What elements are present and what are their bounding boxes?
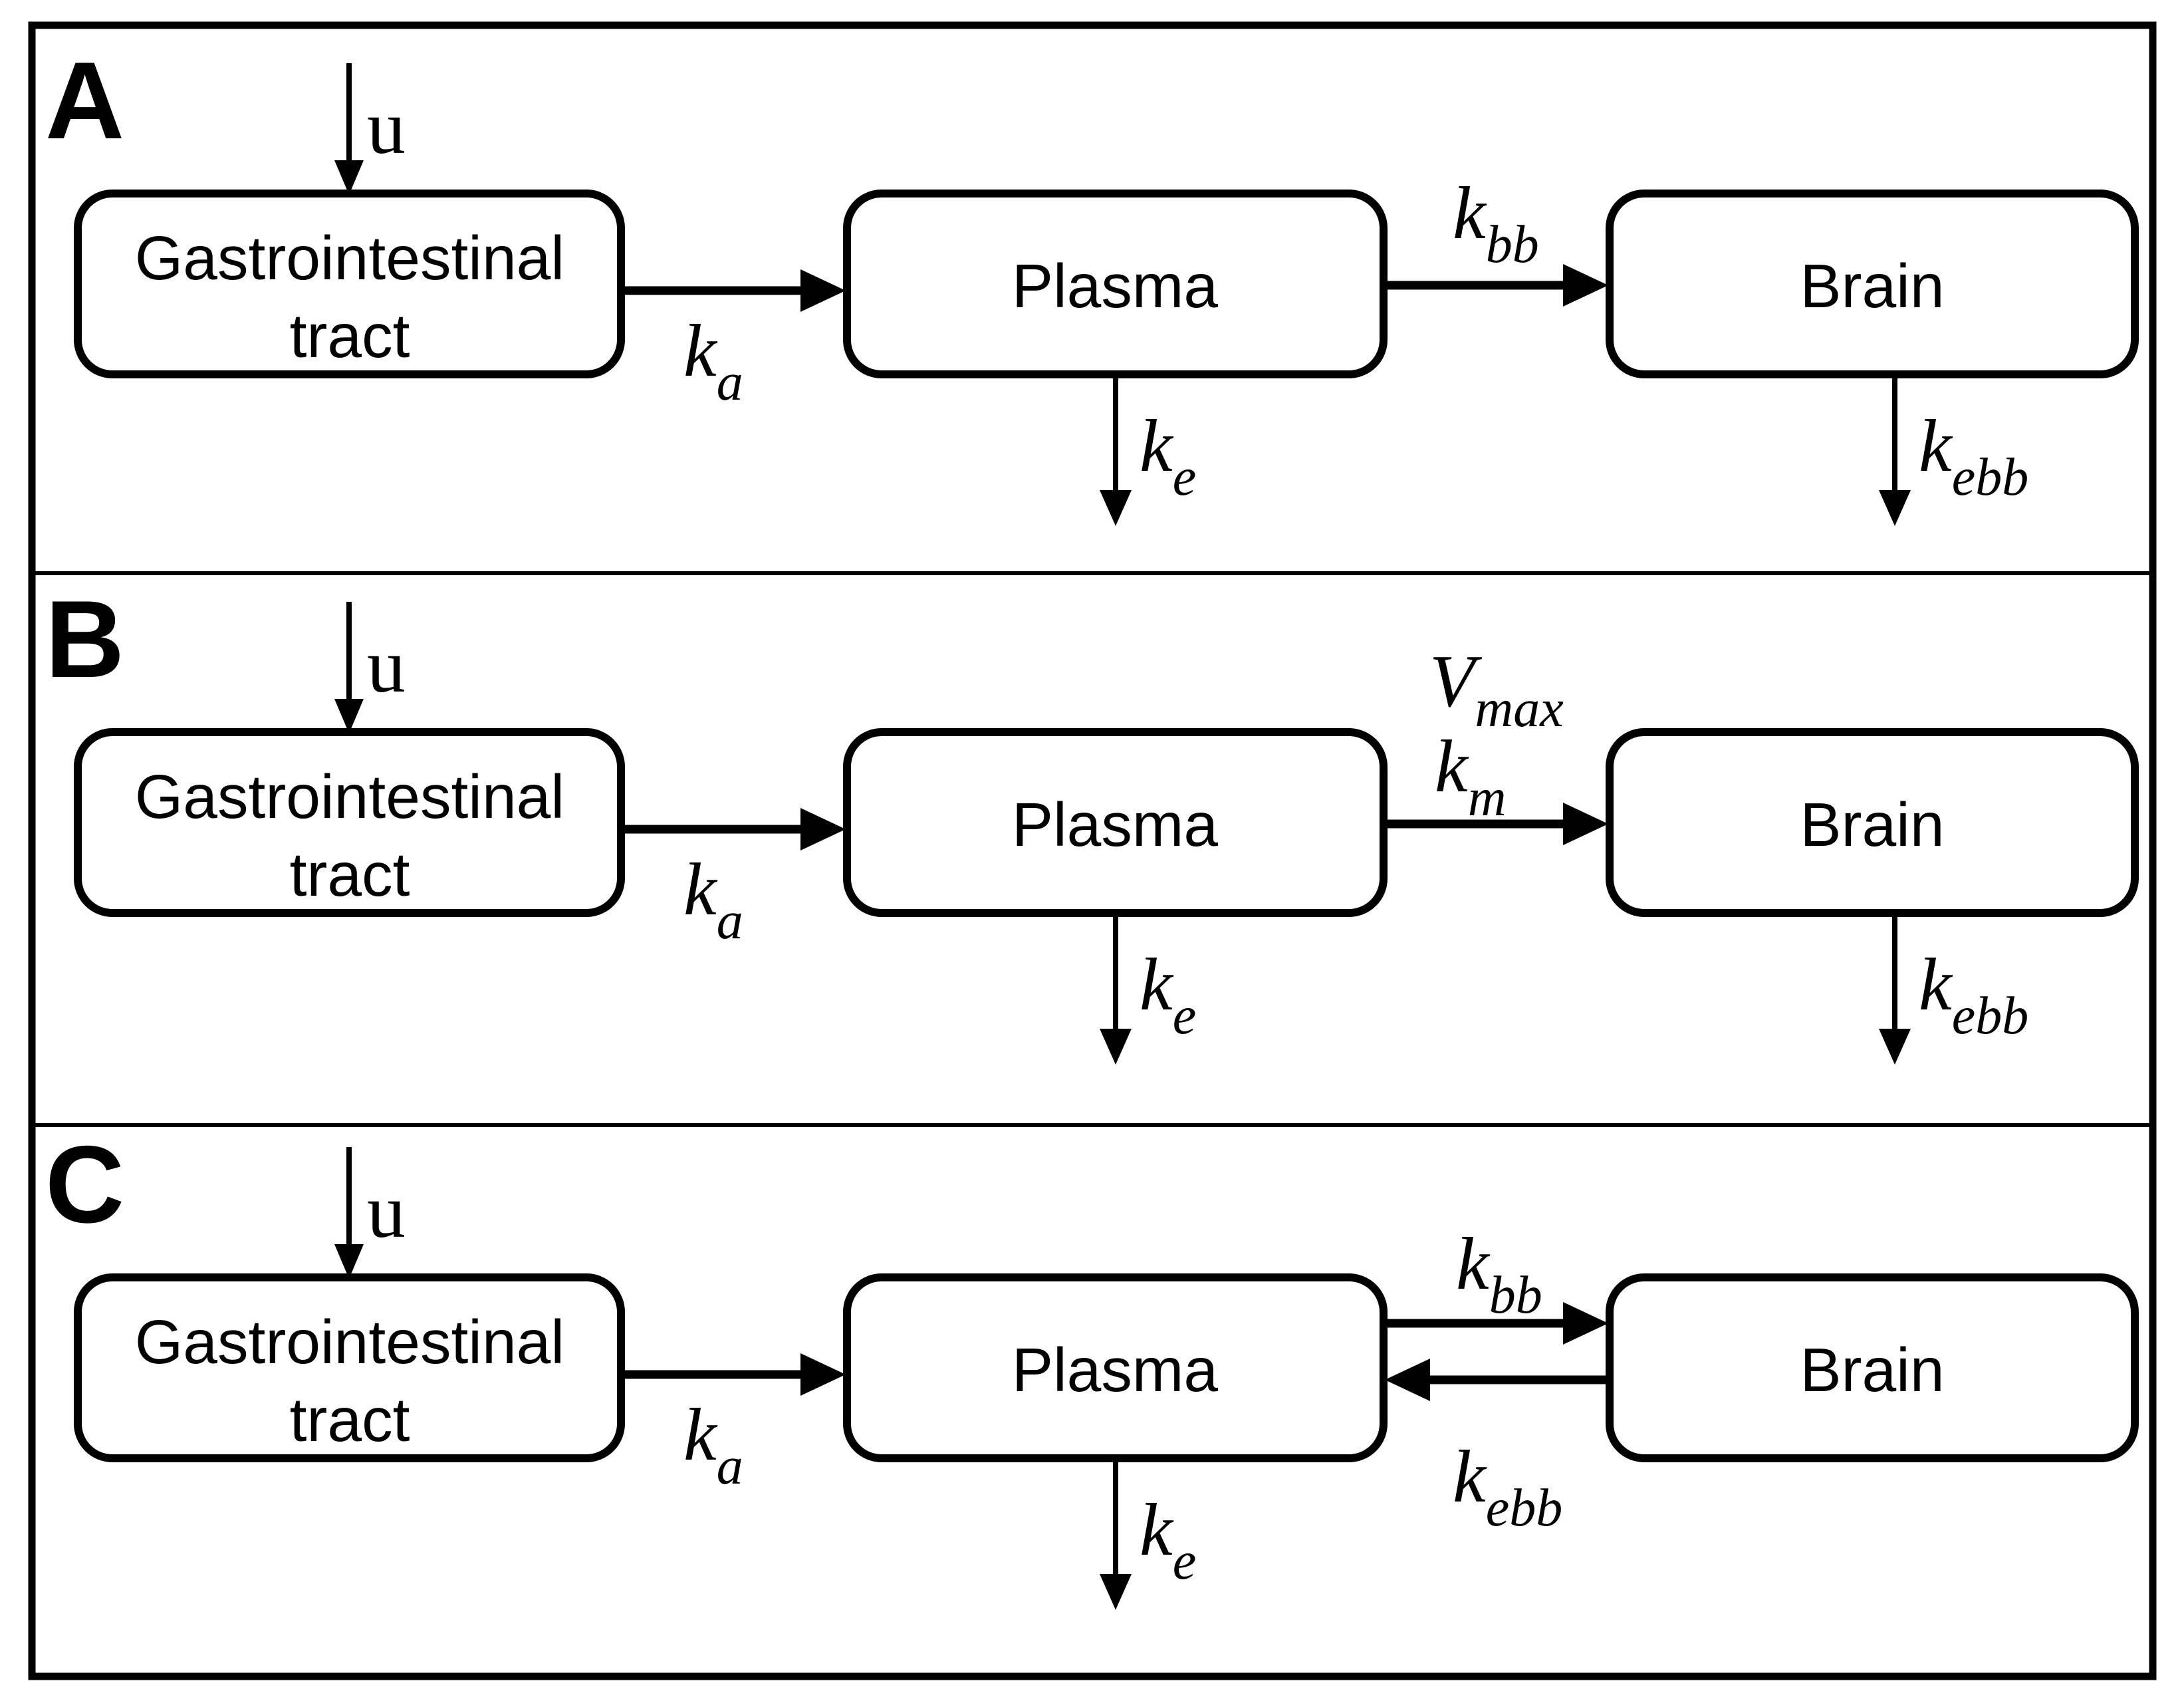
brain-elimination-arrowhead (1879, 490, 1911, 526)
plasma-elimination-arrowhead (1100, 1574, 1132, 1610)
brain-elimination-arrowhead (1879, 1029, 1911, 1065)
dose-arrowhead (334, 160, 364, 195)
absorption-arrowhead (800, 269, 846, 312)
gi-tract-label-line2: tract (290, 840, 410, 909)
brain-box (1606, 728, 2139, 917)
gi-tract-box (74, 728, 625, 917)
kbb-label: kbb (1456, 1223, 1542, 1325)
plasma-label: Plasma (1012, 790, 1218, 859)
panel-a: A u Gastrointestinal tract ka Plasma kbb… (45, 39, 2139, 526)
brain-label: Brain (1800, 1335, 1944, 1404)
kbb-label: kbb (1453, 172, 1539, 274)
kebb-label: kebb (1453, 1436, 1562, 1537)
dose-arrowhead (334, 699, 364, 733)
gi-tract-label-line2: tract (290, 1385, 410, 1454)
plasma-to-brain-arrowhead (1563, 803, 1608, 845)
gi-tract-label-line1: Gastrointestinal (135, 762, 564, 831)
panel-b: B u Gastrointestinal tract ka Plasma Vma… (45, 578, 2139, 1065)
plasma-elimination-arrowhead (1100, 490, 1132, 526)
brain-box (1606, 190, 2139, 378)
dose-label: u (367, 624, 406, 709)
ka-label: ka (683, 1394, 743, 1496)
ke-label: ke (1140, 944, 1196, 1045)
kebb-label: kebb (1919, 944, 2028, 1045)
brain-label: Brain (1800, 251, 1944, 321)
ke-label: ke (1140, 405, 1196, 507)
ka-label: ka (683, 849, 743, 950)
panel-c: C u Gastrointestinal tract ka Plasma kbb… (45, 1123, 2139, 1610)
plasma-label: Plasma (1012, 251, 1218, 321)
dose-arrowhead (334, 1244, 364, 1279)
gi-tract-label-line1: Gastrointestinal (135, 1307, 564, 1376)
panel-b-label: B (45, 578, 124, 700)
absorption-arrowhead (800, 808, 846, 851)
plasma-to-brain-arrowhead (1563, 264, 1608, 307)
panel-c-label: C (45, 1123, 124, 1245)
brain-box (1606, 1273, 2139, 1462)
dose-label: u (367, 1169, 406, 1254)
kebb-label: kebb (1919, 405, 2028, 507)
vmax-label: Vmax (1429, 640, 1564, 738)
gi-tract-label-line2: tract (290, 301, 410, 370)
gi-tract-label-line1: Gastrointestinal (135, 223, 564, 293)
plasma-label: Plasma (1012, 1335, 1218, 1404)
ka-label: ka (683, 310, 743, 412)
gi-tract-box (74, 1273, 625, 1462)
brain-label: Brain (1800, 790, 1944, 859)
absorption-arrowhead (800, 1353, 846, 1396)
panel-a-label: A (45, 39, 124, 162)
brain-to-plasma-arrowhead (1385, 1359, 1430, 1401)
plasma-elimination-arrowhead (1100, 1029, 1132, 1065)
gi-tract-box (74, 190, 625, 378)
km-label: km (1435, 725, 1507, 827)
ke-label: ke (1140, 1489, 1196, 1591)
dose-label: u (367, 85, 406, 170)
plasma-to-brain-arrowhead (1563, 1302, 1608, 1345)
